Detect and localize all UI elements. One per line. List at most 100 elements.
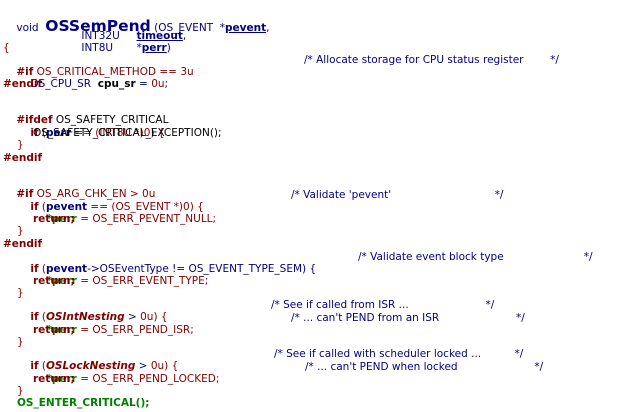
code-comment: /* ... can't PEND when locked */	[305, 361, 544, 373]
type-os-cpu-sr: OS_CPU_SR	[30, 78, 92, 91]
code-token: == (OS_EVENT *)	[87, 201, 184, 214]
number-literal: 0u	[142, 188, 156, 201]
code-line: OS_CPU_SR cpu_sr = 0u;	[17, 66, 168, 90]
code-comment: /* See if called from ISR ... */	[271, 299, 495, 311]
keyword-if: if	[30, 311, 39, 324]
preproc-if: #if	[16, 188, 34, 201]
code-token: ) {	[164, 360, 179, 373]
keyword-void: void	[16, 22, 39, 34]
keyword-if: if	[30, 127, 39, 140]
keyword-if: if	[30, 263, 39, 276]
code-line: }	[17, 385, 24, 397]
code-token: ;	[164, 78, 169, 91]
number-literal: 0u	[140, 311, 154, 324]
var-oslocknesting: OSLockNesting	[45, 360, 136, 373]
code-comment: /* See if called with scheduler locked .…	[274, 348, 524, 360]
code-token: = OS_ERR_EVENT_TYPE;	[76, 275, 209, 288]
keyword-if: if	[30, 360, 39, 373]
code-line: return;	[33, 373, 75, 385]
code-line: *perr = OS_ERR_EVENT_TYPE;	[33, 263, 208, 287]
code-line: OS_ENTER_CRITICAL();	[17, 397, 150, 409]
code-line: INT32U timeout,	[68, 18, 186, 42]
code-line: #endif	[3, 78, 43, 90]
code-token: ,	[266, 22, 270, 34]
code-comment: /* Validate event block type */	[358, 251, 593, 263]
code-token: ->OSEventType != OS_EVENT_TYPE_SEM) {	[87, 263, 317, 276]
code-token: OS_ARG_CHK_EN >	[33, 188, 143, 201]
code-line: }	[17, 225, 24, 237]
var-pevent: pevent	[45, 201, 88, 214]
code-token: OS_SAFETY_CRITICAL	[52, 114, 169, 127]
number-literal: 0u	[150, 360, 165, 373]
code-line: *perr = OS_ERR_PEND_ISR;	[33, 312, 193, 336]
code-line: if (OSLockNesting > 0u) {	[17, 348, 178, 372]
var-perr: *perr	[46, 324, 77, 337]
code-token: (	[38, 127, 46, 140]
code-line: #ifdef OS_SAFETY_CRITICAL	[3, 102, 168, 126]
var-perr: *perr	[46, 275, 77, 288]
var-osintnesting: OSIntNesting	[45, 311, 125, 324]
code-line: *perr = OS_ERR_PEND_LOCKED;	[33, 361, 219, 385]
type-int32u: INT32U	[81, 30, 120, 43]
code-token: = OS_ERR_PEND_LOCKED;	[76, 373, 220, 386]
code-line: if (pevent->OSEventType != OS_EVENT_TYPE…	[17, 251, 316, 275]
number-literal: 0u	[151, 78, 165, 91]
code-token: == (INT8U *)	[70, 127, 144, 140]
code-comment: /* Validate 'pevent' */	[291, 189, 504, 201]
var-perr: *perr	[46, 213, 77, 226]
code-comment: /* ... can't PEND from an ISR */	[291, 312, 525, 324]
code-token: (	[38, 311, 46, 324]
preproc-ifdef: #ifdef	[16, 114, 53, 127]
code-line: *perr = OS_ERR_PEVENT_NULL;	[33, 201, 216, 225]
code-token: ) {	[153, 311, 168, 324]
code-token: ,	[182, 30, 187, 43]
code-line: #endif	[3, 152, 43, 164]
code-token: ) {	[150, 127, 165, 140]
preproc-if: #if	[16, 66, 34, 79]
code-line: return;	[33, 324, 75, 336]
number-literal: 3u	[180, 66, 194, 79]
code-token: (OS_EVENT *	[150, 22, 226, 34]
keyword-if: if	[30, 201, 39, 214]
code-line: if (perr == (INT8U *)0) {	[17, 115, 164, 139]
code-token: (	[38, 360, 46, 373]
code-line: #if OS_CRITICAL_METHOD == 3u	[3, 54, 193, 78]
code-token: = OS_ERR_PEVENT_NULL;	[76, 213, 217, 226]
function-name: OSSemPend	[45, 17, 151, 35]
var-perr: *perr	[46, 373, 77, 386]
code-line: {	[3, 42, 10, 54]
code-token: >	[135, 360, 151, 373]
code-token: )	[166, 42, 171, 55]
code-line: }	[17, 336, 24, 348]
code-line: OS_SAFETY_CRITICAL_EXCEPTION();	[33, 127, 222, 139]
code-line: #if OS_ARG_CHK_EN > 0u	[3, 176, 155, 200]
var-perr: perr	[45, 127, 71, 140]
code-line: return;	[33, 275, 75, 287]
code-comment: /* Allocate storage for CPU status regis…	[304, 54, 559, 66]
code-line: #endif	[3, 238, 43, 250]
code-line: if (pevent == (OS_EVENT *)0) {	[17, 189, 203, 213]
param-perr: perr	[141, 42, 167, 55]
var-cpu-sr: cpu_sr	[97, 78, 136, 91]
code-token: (	[38, 201, 46, 214]
type-int8u: INT8U	[81, 42, 114, 55]
code-token: (	[38, 263, 46, 276]
code-token: *	[136, 42, 142, 55]
code-line: }	[17, 287, 24, 299]
code-line: void OSSemPend (OS_EVENT *pevent,	[3, 2, 269, 34]
number-literal: 0	[183, 201, 190, 214]
code-token: OS_CRITICAL_METHOD ==	[33, 66, 181, 79]
code-line: INT8U *perr)	[68, 30, 170, 54]
code-token: ) {	[189, 201, 204, 214]
param-timeout: timeout	[136, 30, 183, 43]
var-pevent: pevent	[45, 263, 88, 276]
param-pevent: pevent	[225, 22, 267, 34]
code-token: >	[124, 311, 141, 324]
code-line: }	[17, 139, 24, 151]
code-line: return;	[33, 213, 75, 225]
code-token: = OS_ERR_PEND_ISR;	[76, 324, 194, 337]
code-token: =	[135, 78, 152, 91]
number-literal: 0	[143, 127, 151, 140]
code-line: if (OSIntNesting > 0u) {	[17, 299, 167, 323]
